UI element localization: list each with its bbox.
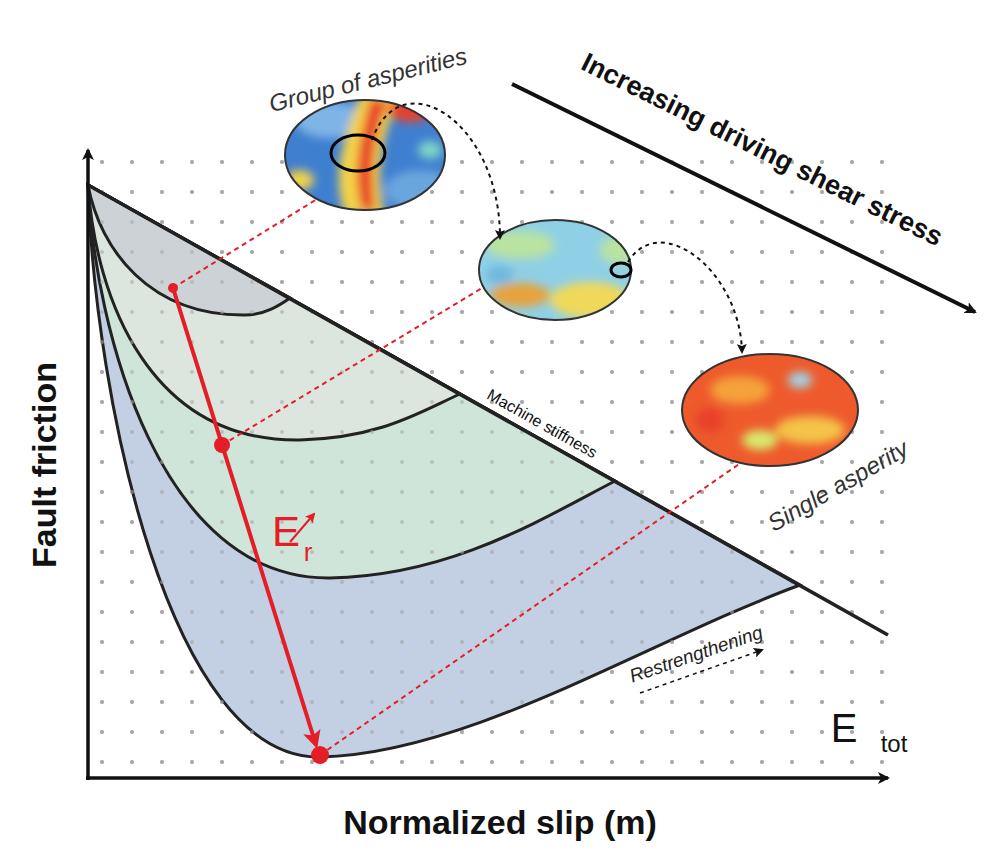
energy-symbol: E: [272, 511, 300, 553]
energy-symbol: E: [831, 708, 858, 748]
axis-title: Normalized slip (m): [343, 805, 657, 839]
energy-subscript: r: [304, 539, 313, 565]
axis-title: Fault friction: [27, 362, 61, 568]
energy-subscript: tot: [881, 732, 908, 756]
